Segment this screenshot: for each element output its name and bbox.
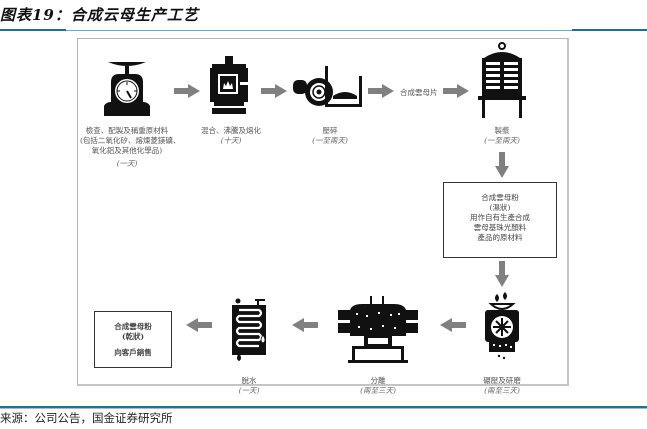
- intermediate-product-label: 合成雲母片: [400, 88, 438, 97]
- header-rule-accent: [0, 29, 66, 31]
- separator-icon: [338, 296, 418, 363]
- step-separate-label: 分離 (兩至三天): [360, 376, 396, 395]
- step-grind-label: 碾壓及研磨 (兩至三天): [483, 376, 521, 395]
- grinder-icon: [485, 292, 519, 360]
- arrow-right: [261, 84, 287, 98]
- header-rule: [0, 30, 647, 31]
- arrow-left: [186, 318, 212, 332]
- arrow-right: [443, 84, 469, 98]
- arrow-down: [495, 261, 509, 287]
- scale-icon: [104, 62, 150, 116]
- footer-rule-thin: [0, 408, 647, 409]
- crusher-icon: [293, 66, 362, 107]
- arrow-right: [368, 84, 394, 98]
- step-inspect-label: 檢查、配製及稱重原材料 (包括二氧化矽、熔煉菱鎂礦、 氧化鋁及其他化學品) (一…: [80, 126, 181, 168]
- step-dewater-label: 脫水 (一天): [238, 376, 260, 395]
- arrow-left: [292, 318, 318, 332]
- step-crush-label: 壓碎 (一至兩天): [312, 126, 348, 145]
- wet-powder-box: 合成雲母粉 (濕狀) 用作自有生產合成 雲母基珠光顏料 產品的原材料: [443, 182, 557, 258]
- step-peel-label: 製漿 (一至兩天): [484, 126, 520, 145]
- arrow-down: [495, 152, 509, 178]
- footer-rule: [0, 406, 647, 408]
- dry-powder-box: 合成雲母粉 (乾狀) 向客戶銷售: [94, 311, 172, 368]
- dryer-icon: [232, 298, 266, 361]
- figure-title: 图表19：合成云母生产工艺: [0, 6, 199, 24]
- arrow-left: [440, 318, 466, 332]
- source-note: 来源：公司公告，国金证券研究所: [0, 411, 173, 425]
- arrow-right: [174, 84, 200, 98]
- header-rule-accent-right: [572, 29, 647, 31]
- step-mix-label: 混合、沸騰及熔化 (十天): [201, 126, 261, 145]
- press-icon: [478, 42, 526, 118]
- furnace-icon: [210, 56, 248, 114]
